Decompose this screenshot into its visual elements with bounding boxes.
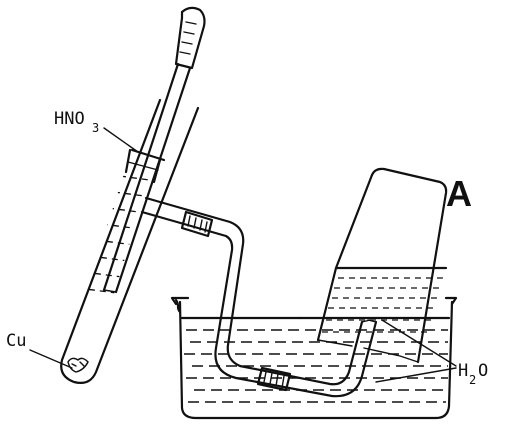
label-h2o: H 2 O bbox=[375, 319, 488, 387]
label-cu-text: Cu bbox=[6, 331, 26, 351]
delivery-tube bbox=[140, 196, 378, 398]
reaction-test-tube bbox=[60, 6, 206, 384]
label-h2o-sub: 2 bbox=[469, 373, 476, 387]
trough-water bbox=[184, 329, 448, 403]
label-h2o-main: H bbox=[458, 361, 468, 381]
label-hno3-main: HNO bbox=[54, 109, 85, 129]
copper-pieces bbox=[67, 357, 89, 373]
rubber-connector-bottom bbox=[256, 366, 292, 392]
leader-cu bbox=[29, 349, 73, 369]
leader-h2o-trough bbox=[375, 367, 457, 383]
rubber-connector-top bbox=[180, 210, 214, 238]
label-vessel-a: A bbox=[446, 173, 472, 214]
test-tube-top-stopper bbox=[174, 6, 206, 70]
leader-h2o-bottle bbox=[381, 319, 457, 367]
collection-bottle-a bbox=[316, 167, 448, 364]
label-h2o-tail: O bbox=[478, 361, 488, 381]
label-hno3: HNO 3 bbox=[54, 109, 139, 153]
label-hno3-sub: 3 bbox=[92, 121, 99, 135]
leader-hno3 bbox=[103, 127, 139, 153]
label-cu: Cu bbox=[6, 331, 73, 369]
